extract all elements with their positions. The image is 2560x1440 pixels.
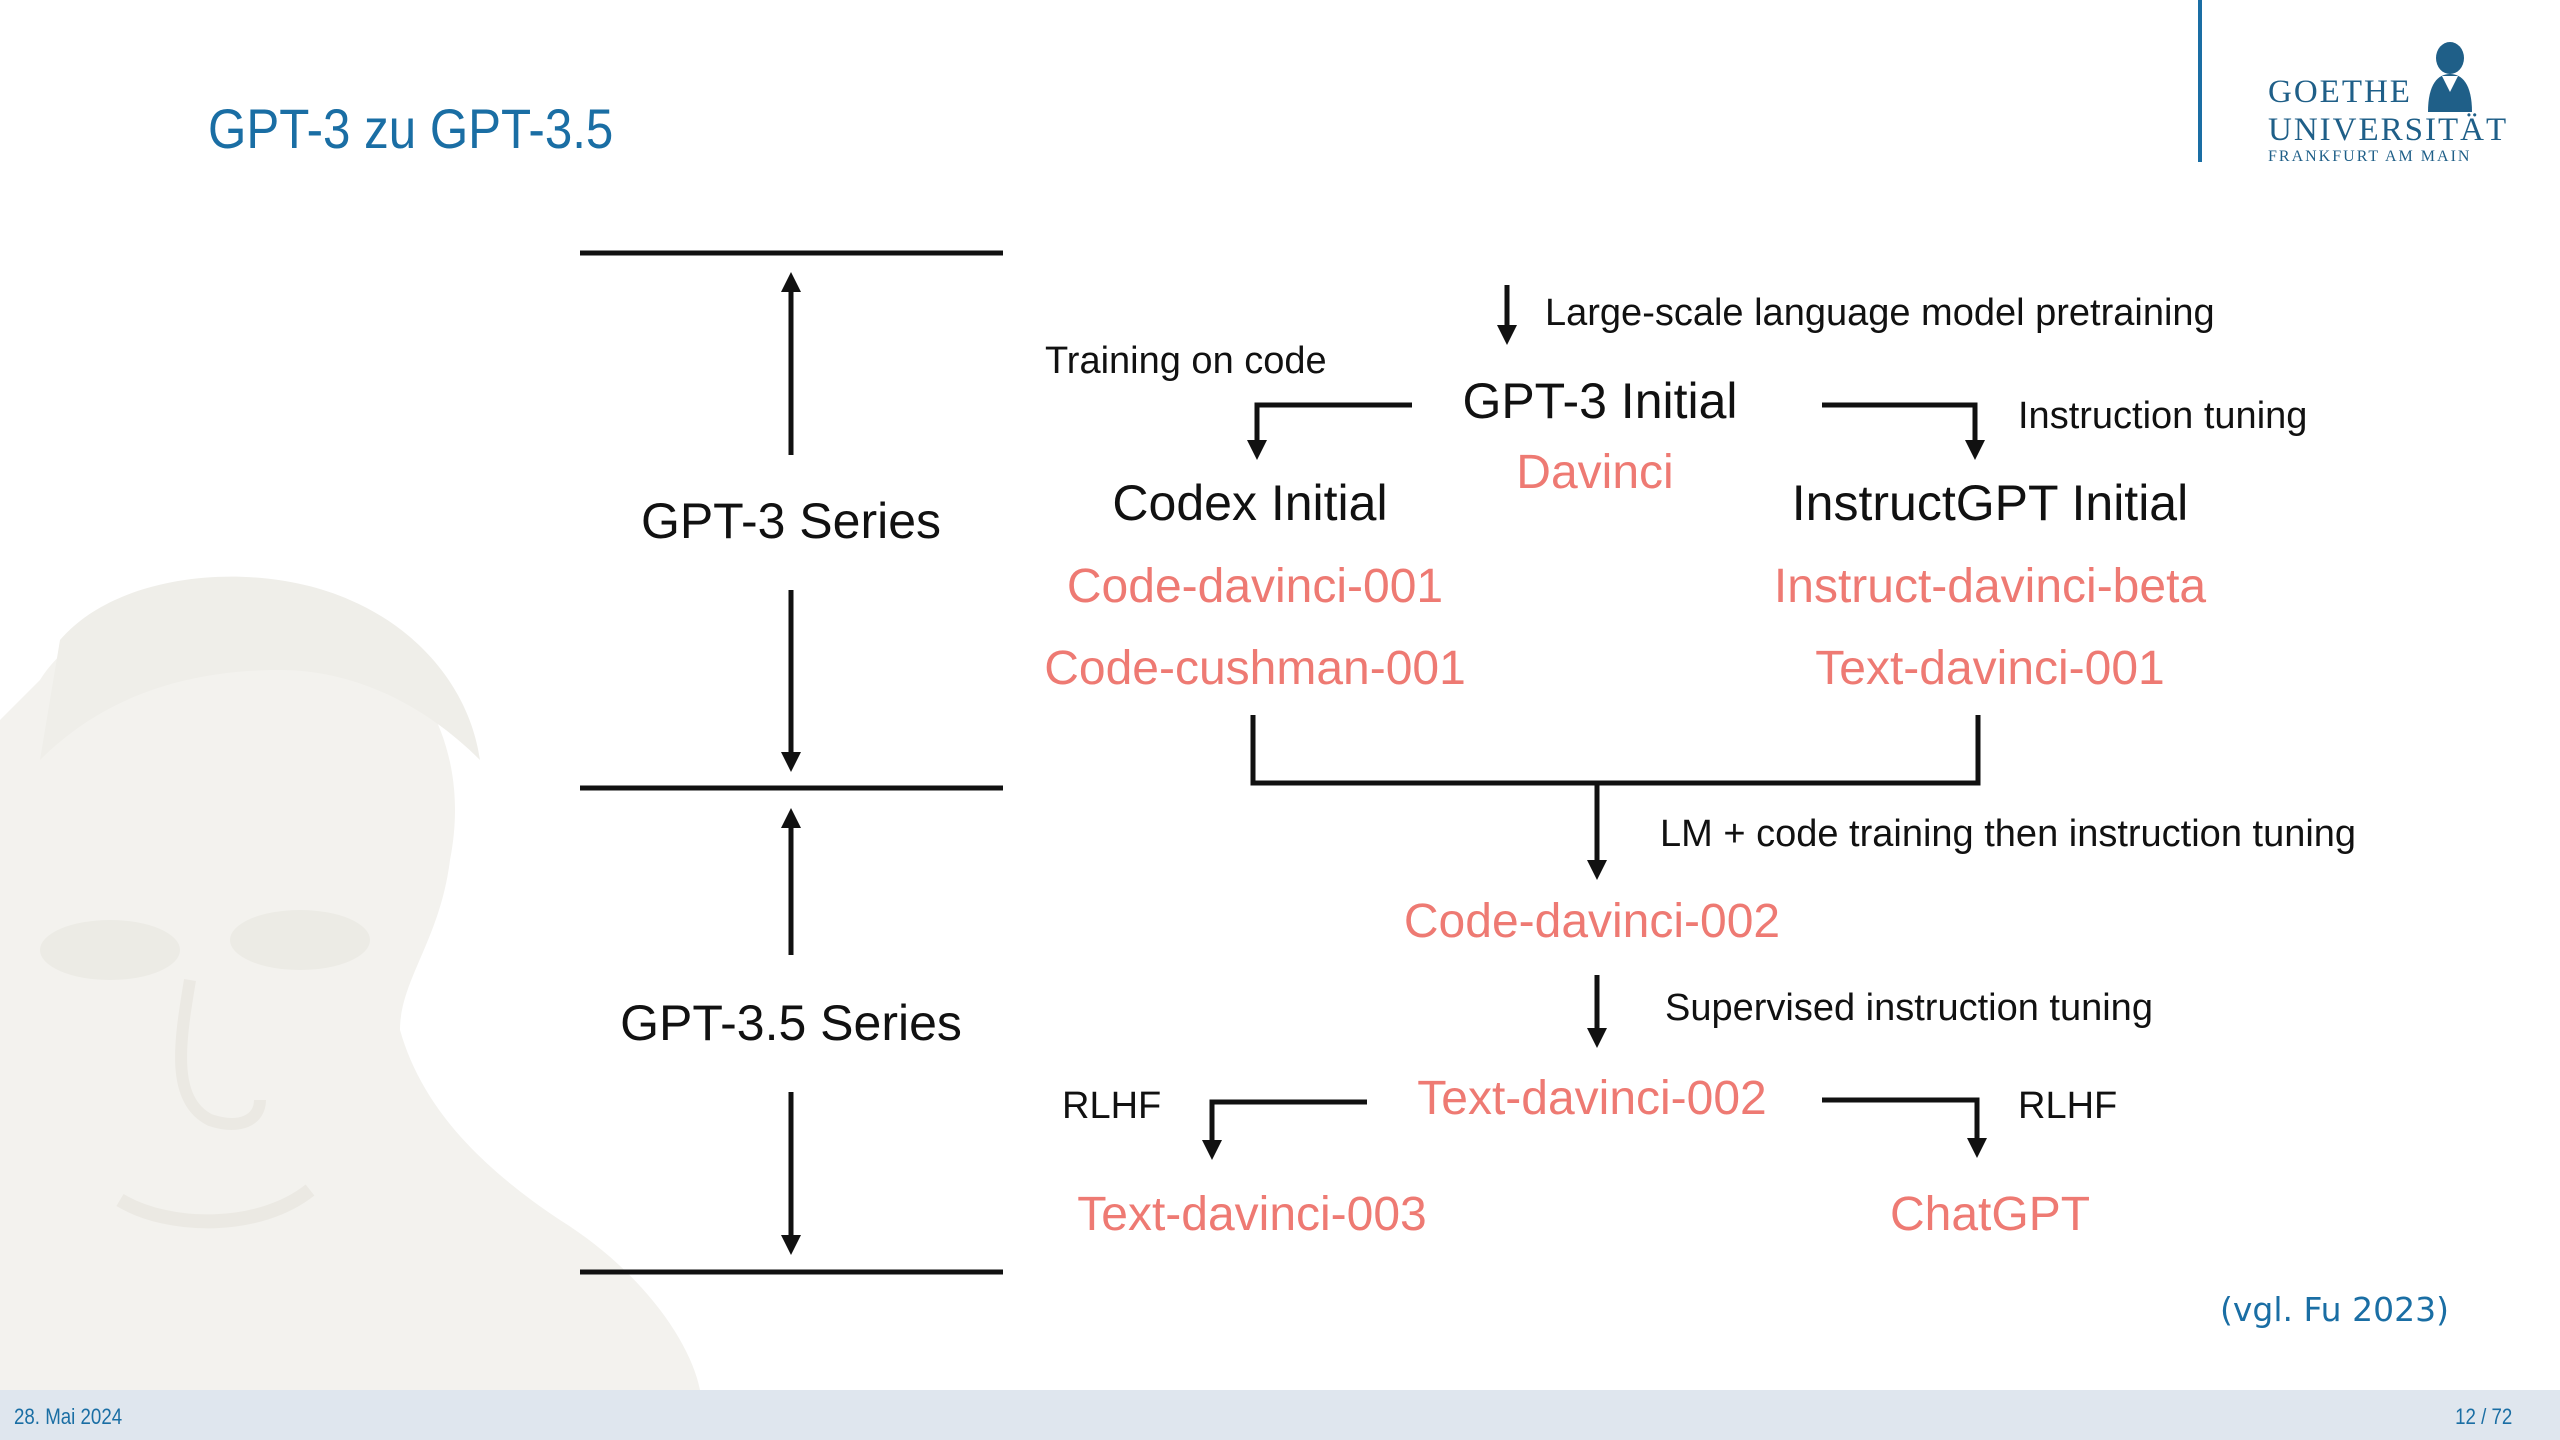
- merge-connector: [1250, 715, 1981, 786]
- instruction-tuning-arrow: [1822, 402, 1985, 460]
- series-scale: [580, 250, 1003, 1275]
- model-code-cushman-001: Code-cushman-001: [1044, 642, 1466, 695]
- goethe-portrait-icon: [2428, 42, 2472, 112]
- rlhf-left-arrow: [1202, 1099, 1367, 1160]
- background-portrait-watermark: [0, 576, 700, 1390]
- gpt3-initial-node: GPT-3 Initial: [1462, 373, 1737, 429]
- model-code-davinci-001: Code-davinci-001: [1067, 560, 1443, 613]
- citation: (vgl. Fu 2023): [2220, 1290, 2449, 1329]
- gpt35-series-label: GPT-3.5 Series: [620, 995, 962, 1051]
- logo-line-frankfurt: FRANKFURT AM MAIN: [2268, 148, 2472, 165]
- rlhf-left-label: RLHF: [1062, 1085, 1161, 1127]
- logo-line-goethe: GOETHE: [2268, 74, 2412, 110]
- gpt3-series-label: GPT-3 Series: [641, 493, 941, 549]
- footer-date: 28. Mai 2024: [14, 1404, 123, 1429]
- rlhf-right-arrow: [1822, 1097, 1987, 1158]
- logo-line-universitaet: UNIVERSITÄT: [2268, 112, 2509, 148]
- codex-initial-node: Codex Initial: [1112, 475, 1387, 531]
- university-logo: GOETHE UNIVERSITÄT FRANKFURT AM MAIN: [2268, 40, 2506, 168]
- pretraining-label: Large-scale language model pretraining: [1545, 292, 2215, 334]
- model-text-davinci-003: Text-davinci-003: [1077, 1188, 1427, 1241]
- page-number: 12 / 72: [2454, 1404, 2512, 1429]
- instructgpt-initial-node: InstructGPT Initial: [1792, 475, 2188, 531]
- supervised-instruction-label: Supervised instruction tuning: [1665, 987, 2153, 1029]
- footer-bar: 28. Mai 2024 12 / 72: [0, 1390, 2560, 1440]
- slide-title: GPT-3 zu GPT-3.5: [208, 97, 614, 160]
- rlhf-right-label: RLHF: [2018, 1085, 2117, 1127]
- instruction-tuning-label: Instruction tuning: [2018, 395, 2307, 437]
- diagram-connectors: [1202, 285, 1987, 1160]
- model-code-davinci-002: Code-davinci-002: [1404, 895, 1780, 948]
- model-text-davinci-002: Text-davinci-002: [1417, 1072, 1767, 1125]
- model-instruct-davinci-beta: Instruct-davinci-beta: [1774, 560, 2206, 613]
- training-on-code-arrow: [1247, 402, 1412, 460]
- training-on-code-label: Training on code: [1045, 340, 1327, 382]
- model-text-davinci-001: Text-davinci-001: [1815, 642, 2165, 695]
- lm-code-instruction-label: LM + code training then instruction tuni…: [1660, 813, 2356, 855]
- model-chatgpt: ChatGPT: [1890, 1188, 2090, 1241]
- header-divider: [2198, 0, 2202, 162]
- model-davinci: Davinci: [1516, 446, 1673, 499]
